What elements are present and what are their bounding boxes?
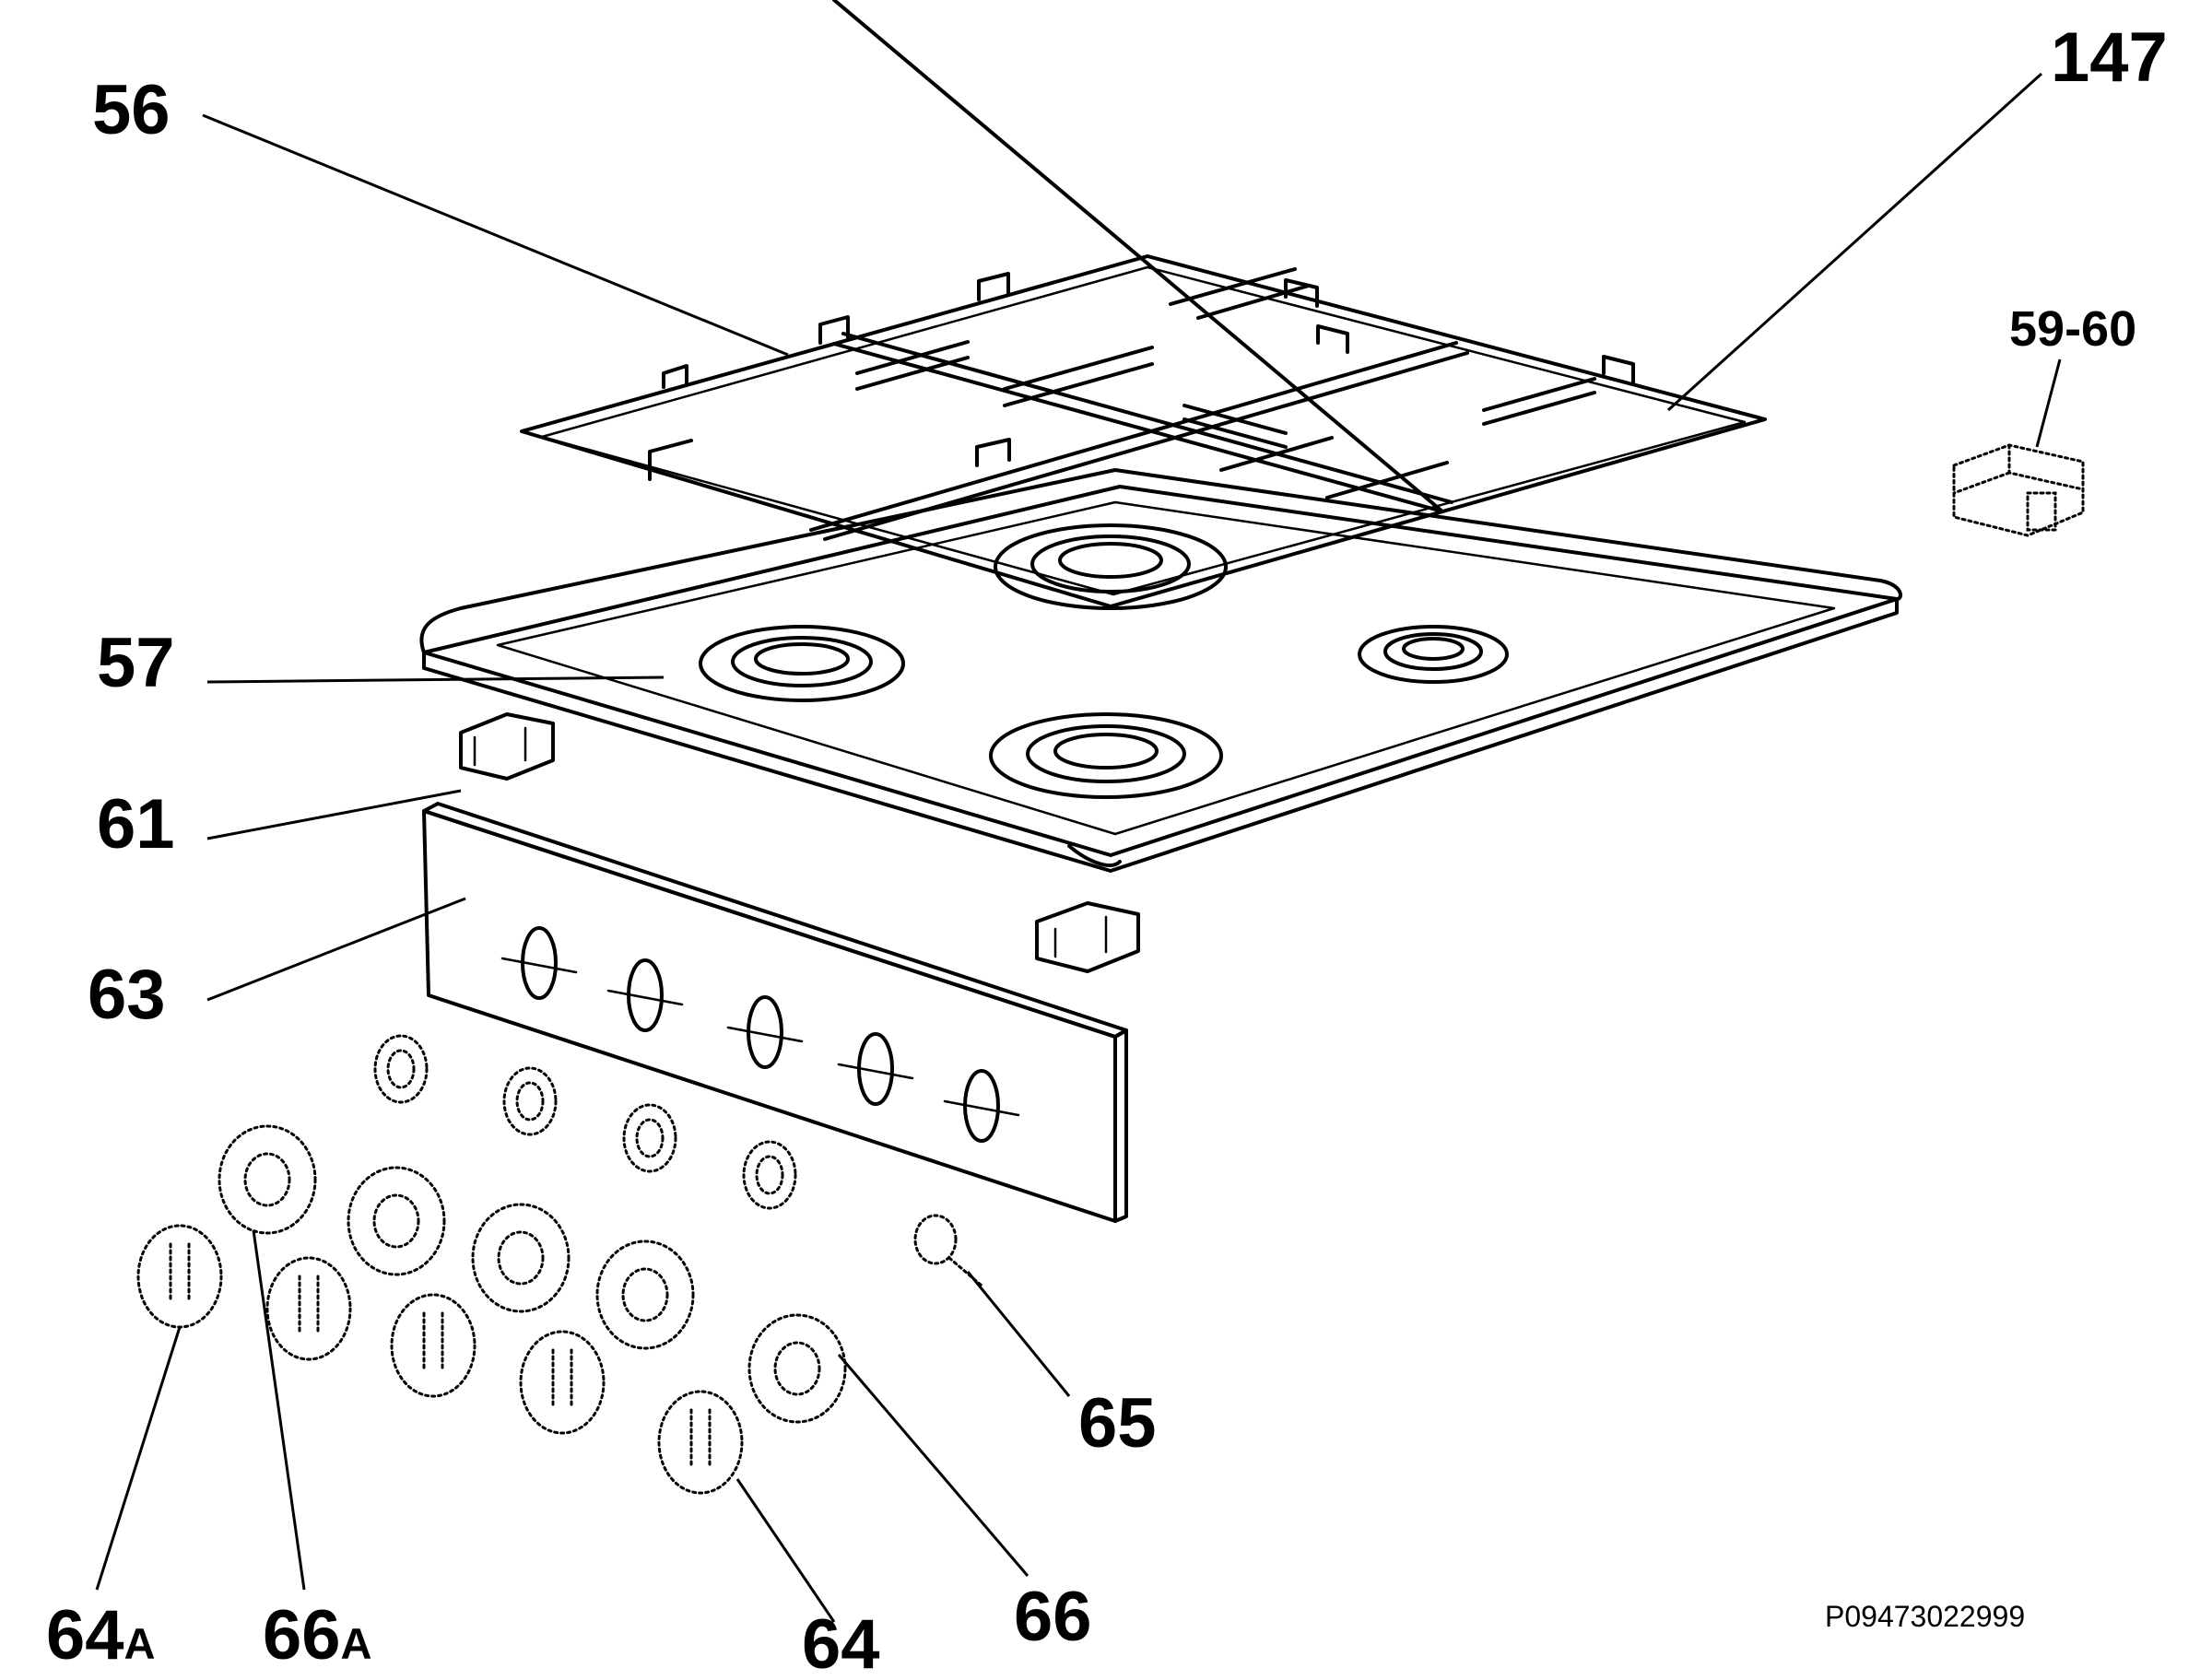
burner-front-center (989, 712, 1223, 799)
burner-right (1358, 625, 1509, 684)
callout-64a: 64A (46, 1596, 156, 1674)
control-panel-symbols (500, 926, 1020, 1143)
callout-63: 63 (88, 956, 166, 1034)
burner-front-left (699, 625, 905, 702)
ignition-switch (1952, 443, 2085, 537)
burner-rear-center (994, 523, 1228, 610)
callout-57: 57 (97, 624, 175, 702)
callout-56: 56 (92, 71, 171, 149)
tap-spindles (373, 1034, 797, 1210)
leader-lines (95, 72, 2062, 1623)
pan-support-grid (520, 0, 1767, 608)
hob-top-plate (419, 468, 1902, 873)
knob-bezels (218, 1124, 847, 1424)
panel-clip-right (1035, 901, 1140, 973)
callout-64: 64 (802, 1605, 880, 1680)
panel-clip-left (459, 712, 555, 781)
callout-labels: 56 147 59-60 57 61 63 65 64A 66A 64 66 P… (46, 18, 2168, 1680)
callout-59-60: 59-60 (2009, 301, 2136, 357)
callout-147: 147 (2051, 18, 2168, 97)
control-knobs (136, 1224, 744, 1495)
callout-66a: 66A (263, 1596, 372, 1674)
callout-66: 66 (1014, 1578, 1092, 1656)
callout-61: 61 (97, 785, 175, 863)
callout-65: 65 (1078, 1384, 1157, 1463)
control-panel (422, 802, 1128, 1223)
drawing-code: P09473022999 (1825, 1600, 2025, 1633)
